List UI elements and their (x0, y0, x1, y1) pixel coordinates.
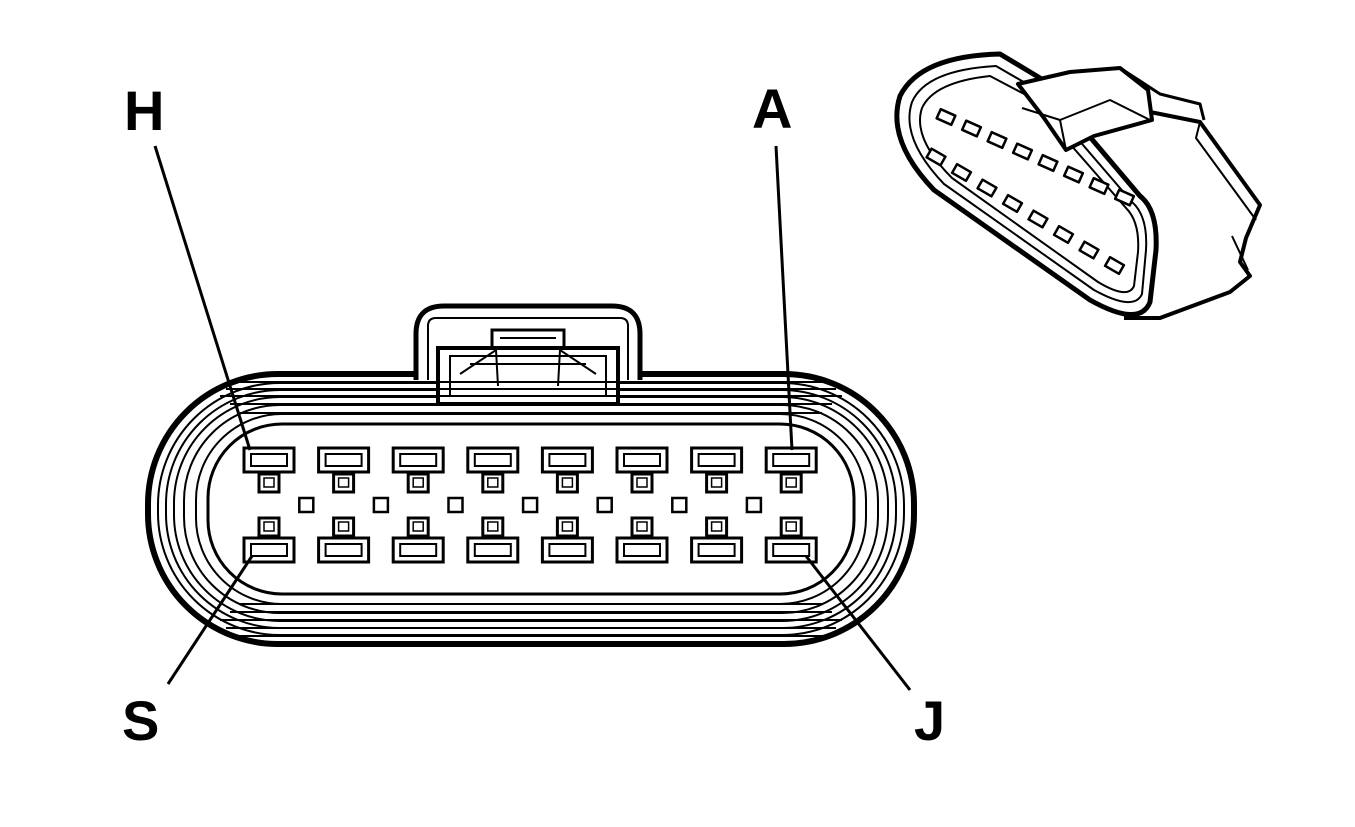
callout-line-a (774, 145, 794, 451)
iso-pin-top (1088, 176, 1110, 196)
iso-pin-top (1113, 188, 1136, 207)
keying-square (671, 496, 688, 514)
keying-square (745, 496, 763, 514)
pin-terminal-top (690, 446, 744, 494)
pin-terminal-bottom (391, 516, 445, 564)
iso-pin-bottom (976, 178, 998, 198)
callout-line-j (804, 555, 912, 691)
iso-pin-top (986, 130, 1008, 150)
callout-line-h (153, 145, 252, 451)
iso-pin-top (960, 119, 983, 138)
pin-terminal-top (764, 446, 818, 494)
iso-pin-top (1037, 153, 1059, 173)
iso-pin-bottom (1052, 224, 1075, 245)
pin-terminal-top (540, 446, 594, 494)
connector-face: H A S J (122, 77, 945, 752)
iso-pin-top (1011, 142, 1034, 161)
label-pin-h: H (124, 79, 164, 142)
iso-pin-bottom (1078, 240, 1100, 260)
label-pin-a: A (752, 77, 792, 140)
label-pin-s: S (122, 689, 159, 752)
iso-pin-array (925, 107, 1136, 276)
pin-terminal-bottom (540, 516, 594, 564)
pin-terminal-top (317, 446, 371, 494)
pin-terminal-bottom (466, 516, 520, 564)
callout-lines (153, 145, 912, 691)
pin-terminal-bottom (242, 516, 296, 564)
pin-array (242, 446, 818, 564)
pin-terminal-bottom (317, 516, 371, 564)
keying-square (298, 496, 315, 514)
label-pin-j: J (914, 689, 945, 752)
iso-pin-top (935, 107, 957, 127)
pin-terminal-bottom (764, 516, 818, 564)
callout-line-s (166, 555, 254, 685)
shell-ribs (220, 381, 842, 637)
connector-latch (413, 303, 643, 406)
iso-pin-top (1062, 165, 1085, 184)
pin-terminal-top (391, 446, 445, 494)
connector-isometric-view (894, 51, 1262, 320)
connector-cavity (206, 422, 856, 596)
pin-terminal-bottom (615, 516, 669, 564)
pin-terminal-top (615, 446, 669, 494)
keying-square (447, 496, 464, 514)
keying-square (521, 496, 539, 514)
iso-pin-bottom (950, 162, 973, 183)
keying-square (372, 496, 390, 514)
iso-pin-bottom (1027, 209, 1049, 229)
iso-pin-bottom (1001, 193, 1024, 214)
keying-square (596, 496, 613, 514)
iso-pin-bottom (925, 147, 947, 167)
pin-terminal-top (466, 446, 520, 494)
pin-terminal-bottom (690, 516, 744, 564)
iso-pin-bottom (1103, 255, 1126, 276)
pin-terminal-top (242, 446, 296, 494)
